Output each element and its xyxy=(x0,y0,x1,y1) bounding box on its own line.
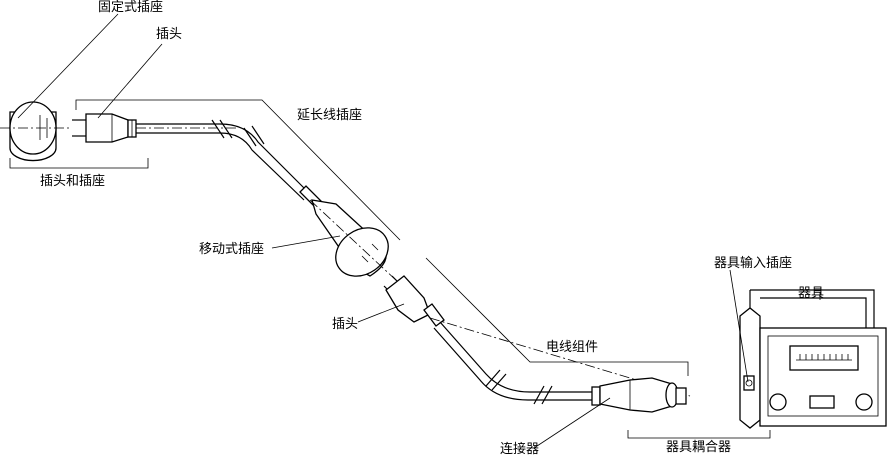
extension-socket-label: 延长线插座 xyxy=(297,108,363,123)
connector-label: 连接器 xyxy=(500,442,540,457)
plug-and-socket-label: 插头和插座 xyxy=(40,174,106,189)
plug-middle-label: 插头 xyxy=(332,317,359,332)
plug-top-label: 插头 xyxy=(156,27,183,42)
appliance-coupler-label: 器具耦合器 xyxy=(666,440,732,455)
plug-top-drawing xyxy=(72,113,137,143)
appliance-drawing xyxy=(739,289,887,429)
appliance-inlet-label: 器具输入插座 xyxy=(714,256,793,271)
cord-upper-drawing xyxy=(136,119,311,201)
fixed-socket-label: 固定式插座 xyxy=(98,0,164,15)
cord-lower-drawing xyxy=(429,317,691,405)
plug-middle-drawing xyxy=(383,275,445,327)
cord-set-label: 电线组件 xyxy=(546,340,599,355)
appliance-label: 器具 xyxy=(798,286,825,301)
portable-socket-drawing xyxy=(299,185,399,283)
fixed-socket-drawing xyxy=(0,101,70,162)
annotation-lines xyxy=(9,13,821,449)
portable-socket-label: 移动式插座 xyxy=(199,242,265,257)
connector-drawing xyxy=(591,377,687,413)
